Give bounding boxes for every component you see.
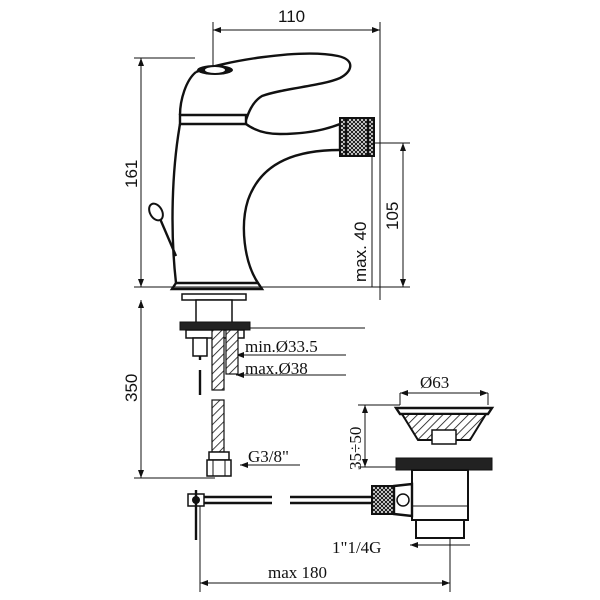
label-hose-length: 350 [122, 374, 141, 402]
drain-assembly [371, 406, 495, 539]
label-thread: G3/8" [248, 447, 289, 466]
label-spout-height: 105 [383, 202, 402, 230]
label-max-reach: max 180 [268, 563, 327, 582]
label-width-top: 110 [278, 7, 305, 26]
dimension-labels: 110 161 max. 40 105 350 min.Ø33.5 max.Ø3… [122, 7, 449, 582]
label-height-total: 161 [122, 160, 141, 188]
label-drain-diameter: Ø63 [420, 373, 449, 392]
label-hole-min: min.Ø33.5 [245, 337, 318, 356]
mounting-assembly [179, 293, 251, 477]
dimension-lines [134, 22, 489, 592]
label-hole-max: max.Ø38 [245, 359, 308, 378]
label-drain-range: 35÷50 [346, 427, 365, 470]
label-drain-thread: 1"1/4G [332, 538, 381, 557]
label-max-height-spout: max. 40 [351, 222, 370, 282]
popup-linkage [187, 490, 372, 540]
faucet-body [148, 52, 375, 291]
